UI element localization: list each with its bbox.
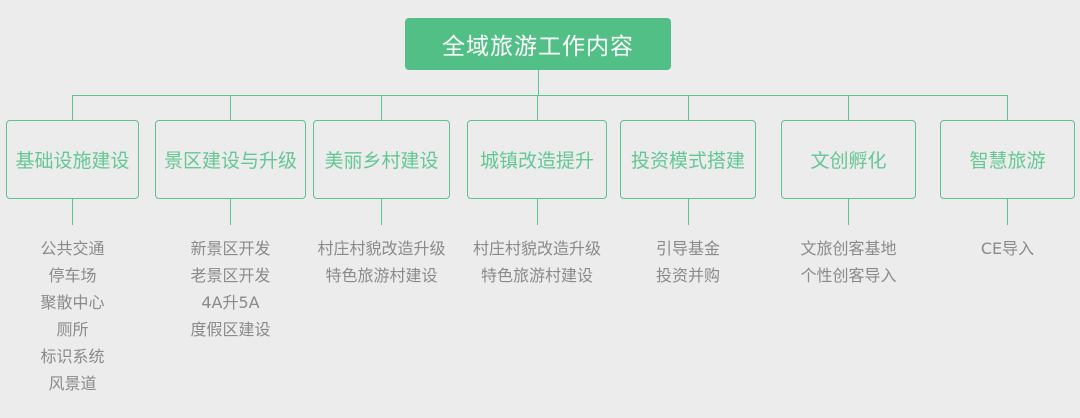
list-item: 标识系统 bbox=[40, 347, 105, 366]
branch-node: 美丽乡村建设 bbox=[313, 120, 450, 199]
branch-node: 文创孵化 bbox=[781, 120, 916, 199]
branch-connector-line bbox=[381, 199, 382, 225]
branch-connector-line bbox=[72, 95, 73, 120]
list-item: 村庄村貌改造升级 bbox=[472, 239, 601, 258]
branch-connector-line bbox=[848, 199, 849, 225]
branch-node: 城镇改造提升 bbox=[467, 120, 607, 199]
branch-node-label: 城镇改造提升 bbox=[479, 150, 594, 172]
branch-column-investment: 投资模式搭建 引导基金 投资并购 bbox=[620, 95, 756, 289]
branch-connector-line bbox=[72, 199, 73, 225]
list-item: 老景区开发 bbox=[190, 266, 271, 285]
list-item: 4A升5A bbox=[201, 293, 260, 312]
branch-node: 投资模式搭建 bbox=[620, 120, 756, 199]
branch-node: 基础设施建设 bbox=[6, 120, 139, 199]
branch-node-label: 智慧旅游 bbox=[969, 150, 1046, 172]
list-item: 文旅创客基地 bbox=[800, 239, 897, 258]
branch-node-label: 投资模式搭建 bbox=[630, 150, 745, 172]
branch-node-label: 文创孵化 bbox=[810, 150, 887, 172]
list-item: 个性创客导入 bbox=[800, 266, 897, 285]
branch-item-list: 文旅创客基地 个性创客导入 bbox=[781, 235, 916, 289]
branch-column-countryside: 美丽乡村建设 村庄村貌改造升级 特色旅游村建设 bbox=[313, 95, 450, 289]
branch-column-cultural-creative: 文创孵化 文旅创客基地 个性创客导入 bbox=[781, 95, 916, 289]
list-item: 风景道 bbox=[48, 374, 97, 393]
list-item: 聚散中心 bbox=[40, 293, 105, 312]
root-connector-line bbox=[538, 70, 539, 95]
branch-item-list: 村庄村貌改造升级 特色旅游村建设 bbox=[467, 235, 607, 289]
list-item: 投资并购 bbox=[655, 266, 720, 285]
list-item: 度假区建设 bbox=[190, 320, 271, 339]
branch-node: 景区建设与升级 bbox=[155, 120, 306, 199]
branch-node-label: 景区建设与升级 bbox=[163, 150, 297, 172]
branch-column-town-upgrade: 城镇改造提升 村庄村貌改造升级 特色旅游村建设 bbox=[467, 95, 607, 289]
horizontal-connector-line bbox=[72, 95, 1008, 96]
list-item: 停车场 bbox=[48, 266, 97, 285]
branch-connector-line bbox=[687, 95, 689, 120]
branch-connector-line bbox=[230, 95, 231, 120]
branch-item-list: CE导入 bbox=[940, 235, 1075, 262]
branch-connector-line bbox=[1007, 95, 1008, 120]
branch-column-smart-tourism: 智慧旅游 CE导入 bbox=[940, 95, 1075, 262]
branch-column-infrastructure: 基础设施建设 公共交通 停车场 聚散中心 厕所 标识系统 风景道 bbox=[6, 95, 139, 397]
branch-node-label: 美丽乡村建设 bbox=[324, 150, 439, 172]
branch-node: 智慧旅游 bbox=[940, 120, 1075, 199]
list-item: CE导入 bbox=[980, 239, 1035, 258]
branch-node-label: 基础设施建设 bbox=[15, 150, 130, 172]
branch-connector-line bbox=[536, 95, 538, 120]
branch-connector-line bbox=[536, 199, 538, 225]
branch-connector-line bbox=[1007, 199, 1008, 225]
list-item: 厕所 bbox=[56, 320, 89, 339]
list-item: 公共交通 bbox=[40, 239, 105, 258]
branch-connector-line bbox=[230, 199, 231, 225]
branch-connector-line bbox=[687, 199, 689, 225]
list-item: 特色旅游村建设 bbox=[480, 266, 593, 285]
branch-connector-line bbox=[381, 95, 382, 120]
list-item: 新景区开发 bbox=[190, 239, 271, 258]
root-node: 全域旅游工作内容 bbox=[405, 18, 671, 70]
branch-item-list: 引导基金 投资并购 bbox=[620, 235, 756, 289]
list-item: 村庄村貌改造升级 bbox=[317, 239, 446, 258]
branch-item-list: 新景区开发 老景区开发 4A升5A 度假区建设 bbox=[155, 235, 306, 343]
branch-item-list: 村庄村貌改造升级 特色旅游村建设 bbox=[313, 235, 450, 289]
root-node-label: 全域旅游工作内容 bbox=[442, 34, 634, 60]
branch-column-scenic-area: 景区建设与升级 新景区开发 老景区开发 4A升5A 度假区建设 bbox=[155, 95, 306, 343]
list-item: 特色旅游村建设 bbox=[325, 266, 438, 285]
list-item: 引导基金 bbox=[655, 239, 720, 258]
branch-connector-line bbox=[848, 95, 849, 120]
branch-item-list: 公共交通 停车场 聚散中心 厕所 标识系统 风景道 bbox=[6, 235, 139, 397]
